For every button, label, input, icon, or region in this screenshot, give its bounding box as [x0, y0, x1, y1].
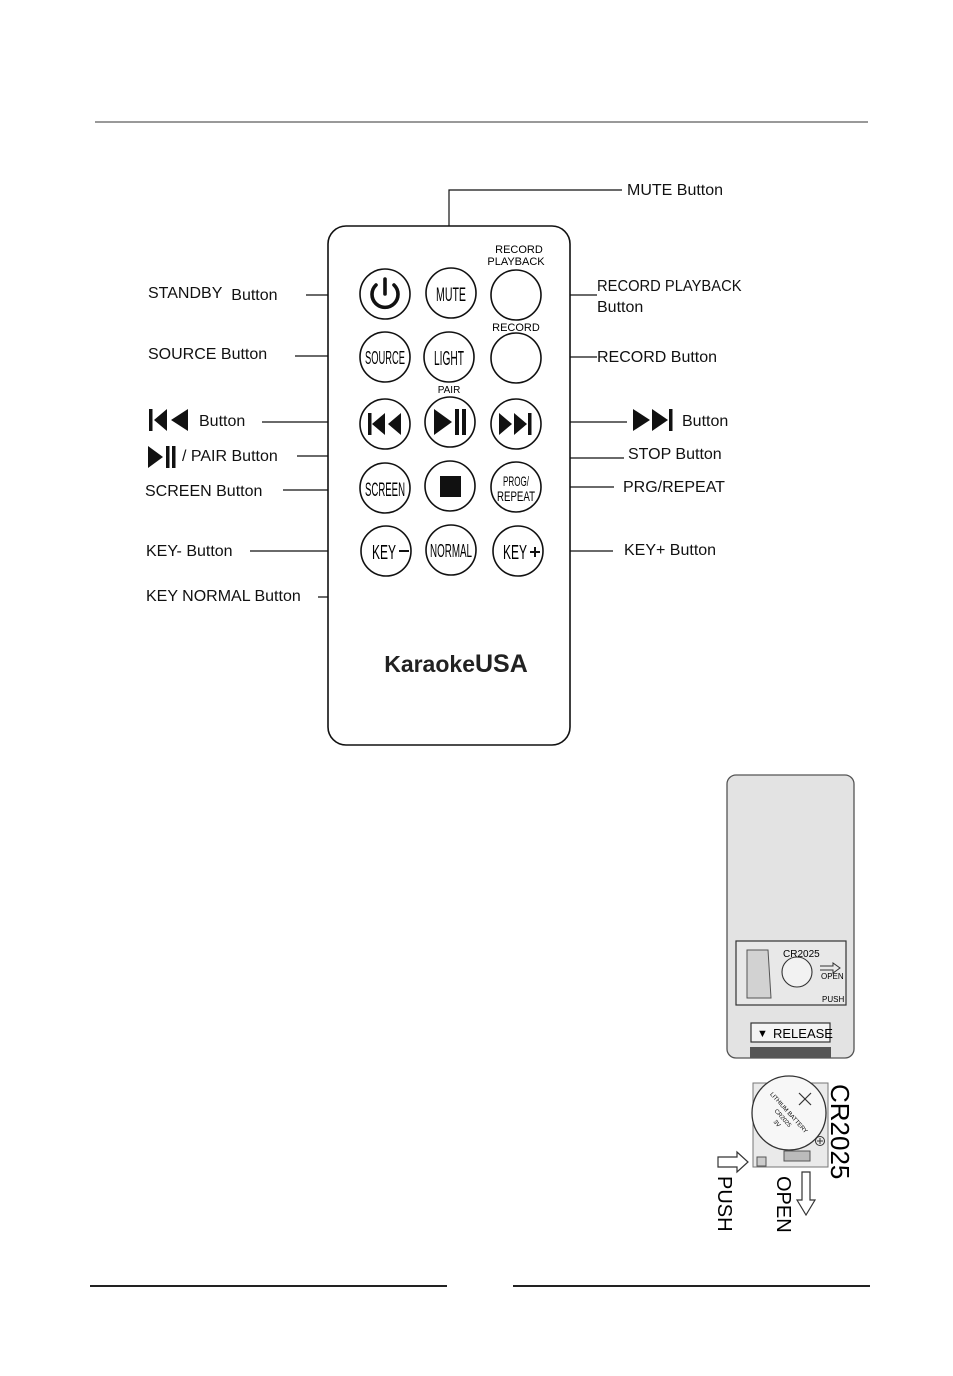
large-model-label: CR2025	[825, 1084, 855, 1179]
normal-button-label: NORMAL	[430, 541, 472, 561]
bottom-rule-left	[90, 1285, 447, 1287]
key-plus-label: KEY	[503, 542, 527, 564]
record-playback-button[interactable]	[490, 269, 542, 321]
callout-key-plus: KEY+ Button	[624, 542, 717, 559]
mute-button-label: MUTE	[436, 285, 466, 306]
record-playback-top-label-1: RECORD	[495, 244, 543, 256]
remote-back-body	[726, 774, 855, 1059]
holder-tab	[756, 1156, 767, 1167]
callout-prev: Button	[199, 413, 246, 430]
callout-key-normal: KEY NORMAL Button	[146, 588, 301, 605]
top-rule	[95, 121, 868, 123]
remote-front-diagram: MUTE RECORD PLAYBACK SOURCE LIGHT RECORD…	[148, 189, 673, 746]
prev-button[interactable]	[359, 398, 411, 450]
compartment-open-arrow	[820, 962, 841, 974]
holder-latch	[783, 1150, 811, 1162]
callout-standby-b: Button	[231, 287, 278, 304]
callout-standby-a: STANDBY	[148, 285, 223, 302]
stop-button[interactable]	[424, 460, 476, 512]
callout-source: SOURCE Button	[148, 346, 268, 363]
prog-label-line2: REPEAT	[497, 488, 535, 504]
prog-label-line1: PROG/	[503, 473, 529, 489]
record-top-label: RECORD	[492, 322, 540, 334]
battery-cell-large	[751, 1075, 827, 1151]
cell-text-line3: 3V	[772, 1119, 781, 1128]
battery-holder-large	[752, 1082, 829, 1168]
compartment-push-label: PUSH	[822, 995, 844, 1004]
skip-back-icon	[368, 413, 401, 435]
next-legend-icon	[633, 409, 673, 431]
play-pause-button[interactable]	[424, 396, 476, 448]
cell-text-line2: CR2025	[773, 1108, 793, 1129]
plus-terminal-icon	[815, 1136, 825, 1146]
large-open-label: OPEN	[772, 1176, 794, 1233]
key-minus-label: KEY	[372, 542, 396, 564]
large-push-label: PUSH	[713, 1176, 735, 1232]
play-pause-legend-icon	[148, 446, 176, 468]
open-arrow-icon	[795, 1171, 817, 1217]
key-minus-button[interactable]: KEY	[360, 525, 412, 577]
brand-logo: KaraokeUSA	[384, 650, 528, 678]
record-playback-top-label-2: PLAYBACK	[487, 256, 545, 268]
callout-record-playback-1: RECORD PLAYBACK	[597, 278, 742, 295]
screen-button-label: SCREEN	[365, 480, 405, 501]
key-plus-button[interactable]: KEY	[492, 525, 544, 577]
push-arrow-icon	[717, 1150, 749, 1174]
callout-standby: STANDBY Button	[148, 285, 278, 304]
stop-icon	[440, 476, 461, 497]
bottom-rule-right	[513, 1285, 870, 1287]
plus-icon	[530, 547, 540, 557]
release-arrow-icon: ▼	[757, 1028, 768, 1040]
compartment-open-label: OPEN	[821, 972, 844, 981]
remote-back-bottom-bar	[750, 1047, 831, 1058]
light-button[interactable]: LIGHT	[423, 331, 475, 383]
callout-mute: MUTE Button	[627, 182, 724, 199]
standby-button[interactable]	[359, 268, 411, 320]
callout-key-minus: KEY- Button	[146, 543, 233, 560]
battery-cell-small	[781, 956, 813, 988]
screen-button[interactable]: SCREEN	[359, 462, 411, 514]
callout-screen: SCREEN Button	[145, 483, 263, 500]
callout-stop: STOP Button	[628, 446, 722, 463]
cell-text-line1: LITHIUM BATTERY	[768, 1092, 808, 1135]
light-button-label: LIGHT	[434, 348, 464, 370]
source-button-label: SOURCE	[365, 348, 405, 368]
play-pause-icon	[434, 409, 466, 435]
power-icon	[370, 277, 400, 310]
next-button[interactable]	[490, 398, 542, 450]
pair-label: PAIR	[438, 385, 461, 396]
prog-repeat-button[interactable]: PROG/ REPEAT	[490, 461, 542, 513]
release-label-box	[750, 1022, 831, 1043]
compartment-model-label: CR2025	[783, 949, 820, 960]
release-label: RELEASE	[773, 1026, 833, 1041]
cross-mark-icon	[798, 1092, 812, 1106]
callout-record-playback-2: Button	[597, 299, 644, 316]
record-button[interactable]	[490, 332, 542, 384]
prev-legend-icon	[149, 409, 188, 431]
skip-forward-icon	[499, 413, 532, 435]
callout-record: RECORD Button	[597, 349, 718, 366]
callout-play-pair: / PAIR Button	[182, 448, 278, 465]
source-button[interactable]: SOURCE	[359, 331, 411, 383]
battery-compartment	[735, 940, 847, 1006]
key-normal-button[interactable]: NORMAL	[425, 524, 477, 576]
callout-next: Button	[682, 413, 729, 430]
compartment-clip	[746, 949, 772, 999]
callout-prg-repeat: PRG/REPEAT	[623, 479, 725, 496]
mute-button[interactable]: MUTE	[425, 267, 477, 319]
